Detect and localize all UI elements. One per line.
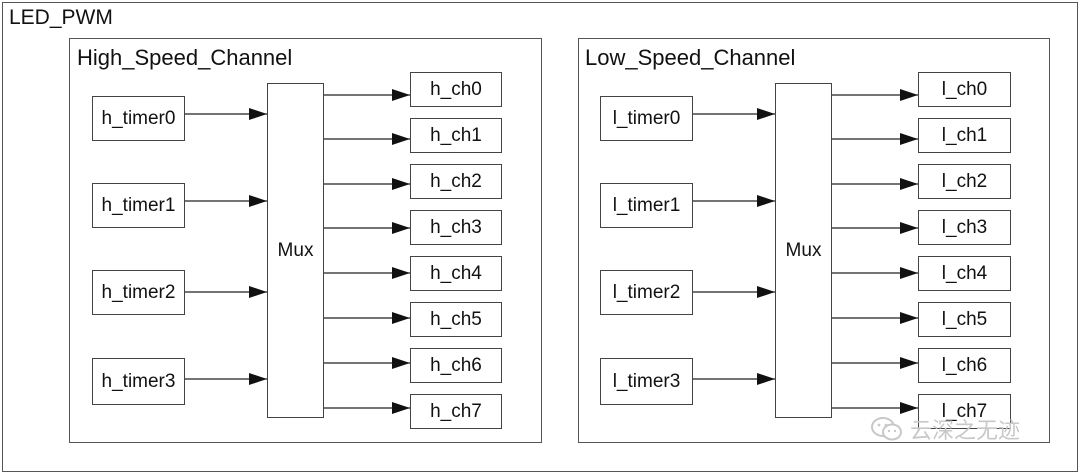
channel-box: l_ch2	[918, 164, 1011, 199]
channel-box: l_ch6	[918, 348, 1011, 383]
channel-box: h_ch1	[410, 118, 502, 153]
timer-box: l_timer2	[600, 270, 693, 315]
watermark-text: 云深之无迹	[910, 419, 1021, 444]
led-pwm-title: LED_PWM	[9, 6, 113, 29]
watermark: 云深之无迹	[870, 412, 1050, 446]
channel-box: l_ch3	[918, 210, 1011, 245]
timer-box: l_timer0	[600, 96, 693, 141]
channel-box: h_ch2	[410, 164, 502, 199]
timer-box: h_timer1	[92, 183, 185, 228]
channel-box: l_ch1	[918, 118, 1011, 153]
channel-box: h_ch6	[410, 348, 502, 383]
channel-box: h_ch0	[410, 72, 502, 107]
high-speed-title: High_Speed_Channel	[77, 45, 293, 70]
channel-box: l_ch4	[918, 256, 1011, 291]
wechat-icon	[871, 417, 902, 441]
timer-box: l_timer1	[600, 183, 693, 228]
low-speed-title: Low_Speed_Channel	[585, 45, 796, 70]
channel-box: h_ch3	[410, 210, 502, 245]
timer-box: l_timer3	[600, 358, 693, 405]
channel-box: l_ch5	[918, 302, 1011, 337]
timer-box: h_timer2	[92, 270, 185, 315]
channel-box: l_ch7	[918, 394, 1011, 429]
channel-box: h_ch5	[410, 302, 502, 337]
mux-box: Mux	[775, 83, 832, 418]
mux-box: Mux	[267, 83, 324, 418]
timer-box: h_timer0	[92, 96, 185, 141]
channel-box: h_ch4	[410, 256, 502, 291]
channel-box: h_ch7	[410, 394, 502, 429]
channel-box: l_ch0	[918, 72, 1011, 107]
timer-box: h_timer3	[92, 358, 185, 405]
